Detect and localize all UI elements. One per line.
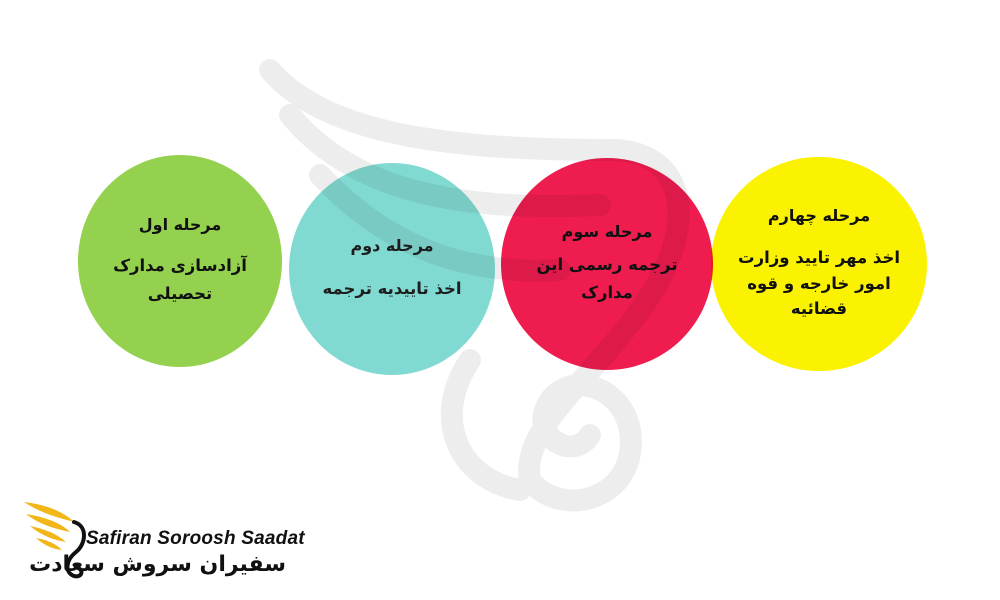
stage-1-description: آزادسازی مدارک تحصیلی bbox=[113, 256, 247, 303]
logo-persian-text: سفیران سروش سعادت bbox=[29, 552, 286, 577]
stage-3-description: ترجمه رسمی این مدارک bbox=[536, 255, 678, 302]
stage-2-title: مرحله دوم bbox=[350, 235, 434, 255]
stage-3-circle: مرحله سوم ترجمه رسمی این مدارک bbox=[501, 158, 713, 370]
stage-1-circle: مرحله اول آزادسازی مدارک تحصیلی bbox=[78, 155, 282, 367]
wing-logo-icon bbox=[24, 502, 86, 579]
stage-3-title: مرحله سوم bbox=[561, 222, 653, 242]
stage-1-title: مرحله اول bbox=[138, 215, 222, 235]
stage-2-circle: مرحله دوم اخذ تاییدیه ترجمه bbox=[289, 163, 495, 375]
stage-2-description: اخذ تاییدیه ترجمه bbox=[322, 278, 462, 298]
stage-4-circle: مرحله چهارم اخذ مهر تایید وزارت امور خار… bbox=[711, 157, 927, 371]
stage-4-description: اخذ مهر تایید وزارت امور خارجه و قوه قضا… bbox=[737, 248, 901, 319]
company-logo: Safiran Soroosh Saadat سفیران سروش سعادت bbox=[22, 492, 312, 587]
stage-4-title: مرحله چهارم bbox=[767, 206, 871, 226]
logo-english-text: Safiran Soroosh Saadat bbox=[86, 528, 305, 549]
